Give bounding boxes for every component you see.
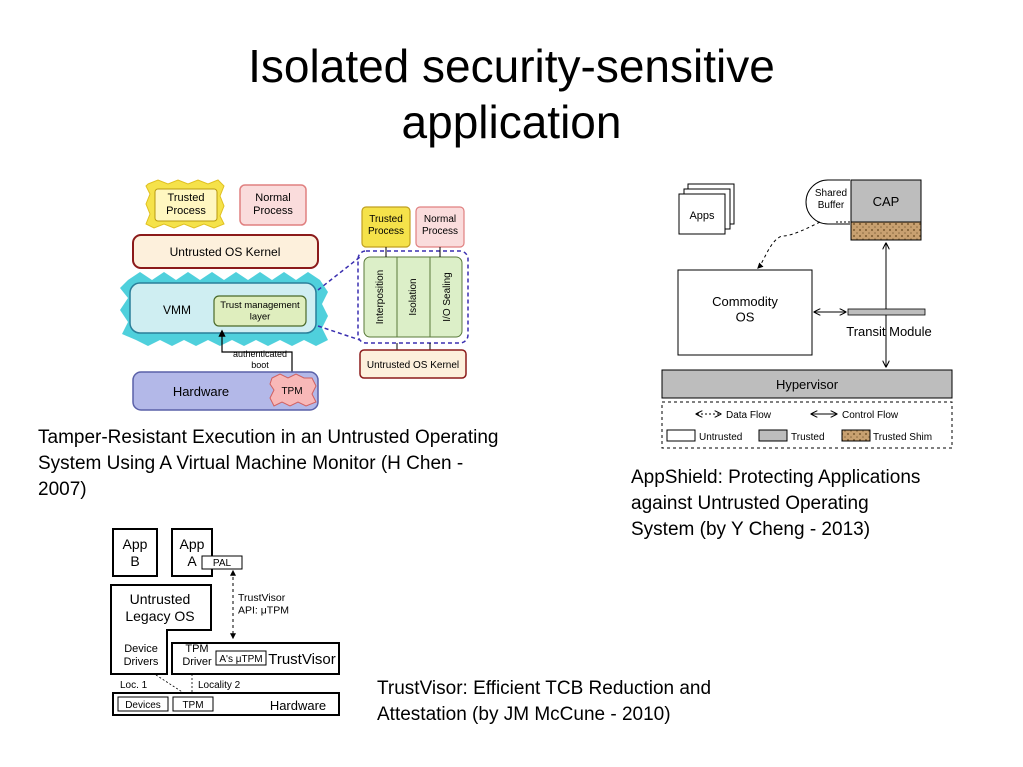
authenticated-boot-arrow xyxy=(218,329,293,379)
caption-chen: Tamper-Resistant Execution in an Untrust… xyxy=(38,427,499,500)
legend-untrusted: Untrusted xyxy=(699,432,742,443)
untrusted-os-kernel-label: Untrusted OS Kernel xyxy=(170,245,281,259)
tpm-label: TPM xyxy=(281,386,302,397)
locality2-label: Locality 2 xyxy=(198,680,241,691)
hypervisor-box xyxy=(661,369,953,399)
tpm-box-tv xyxy=(172,696,214,712)
legend-frame xyxy=(661,401,953,449)
normal-process-box xyxy=(239,184,307,226)
zoom-dashed-frame xyxy=(357,250,469,344)
pal-label: PAL xyxy=(213,558,232,569)
zoom-untrusted-os-kernel-box xyxy=(359,349,467,379)
cap-label: CAP xyxy=(873,194,900,209)
isolation-label: Isolation xyxy=(408,278,419,315)
caption-cheng: AppShield: Protecting Applications again… xyxy=(631,467,921,540)
transit-module-label: Transit Module xyxy=(846,324,932,339)
legend-trusted: Trusted xyxy=(791,432,825,443)
untrusted-legacy-os-box xyxy=(110,584,212,675)
as-utpm-box xyxy=(215,650,267,666)
zoom-untrusted-os-kernel-label: Untrusted OS Kernel xyxy=(367,360,459,371)
transit-module-bar xyxy=(847,308,926,316)
devices-box xyxy=(117,696,169,712)
legend-trusted-swatch xyxy=(758,429,788,442)
apps-label: Apps xyxy=(689,210,715,222)
shared-buffer-shape xyxy=(805,179,850,225)
devices-label: Devices xyxy=(125,700,161,711)
trustvisor-label: TrustVisor xyxy=(268,651,336,668)
hardware-label-tv: Hardware xyxy=(270,698,326,713)
caption-mccune: TrustVisor: Efficient TCB Reduction and … xyxy=(377,678,712,725)
commodity-os-box xyxy=(677,269,813,356)
loc1-label: Loc. 1 xyxy=(120,680,148,691)
legend-data-flow: Data Flow xyxy=(726,410,772,421)
data-flow-buffer-to-os xyxy=(757,221,821,269)
interposition-label: Interposition xyxy=(375,270,386,324)
tpm-jagged xyxy=(269,373,317,407)
hypervisor-label: Hypervisor xyxy=(776,377,839,392)
cap-trusted-shim xyxy=(850,221,922,241)
hardware-label: Hardware xyxy=(173,384,229,399)
app-b-box xyxy=(112,528,158,577)
legend-shim-swatch xyxy=(841,429,871,442)
cap-box xyxy=(850,179,922,223)
slide-title-line2: application xyxy=(401,96,622,148)
legend-untrusted-swatch xyxy=(666,429,696,442)
slide-title-line1: Isolated security-sensitive xyxy=(248,40,775,92)
slide-title: Isolated security-sensitive application xyxy=(0,38,1023,150)
io-sealing-label: I/O Sealing xyxy=(442,272,453,321)
trust-mgmt-layer-box xyxy=(213,295,307,327)
legend-trusted-shim: Trusted Shim xyxy=(873,432,932,443)
apps-box xyxy=(678,193,726,235)
legend-control-flow: Control Flow xyxy=(842,410,899,421)
vmm-label: VMM xyxy=(163,303,191,317)
tpm-label-tv: TPM xyxy=(182,700,203,711)
as-utpm-label: A's μTPM xyxy=(219,654,262,665)
hardware-box-tv xyxy=(112,692,340,716)
pal-box xyxy=(201,555,243,570)
untrusted-os-kernel-box xyxy=(132,234,319,269)
